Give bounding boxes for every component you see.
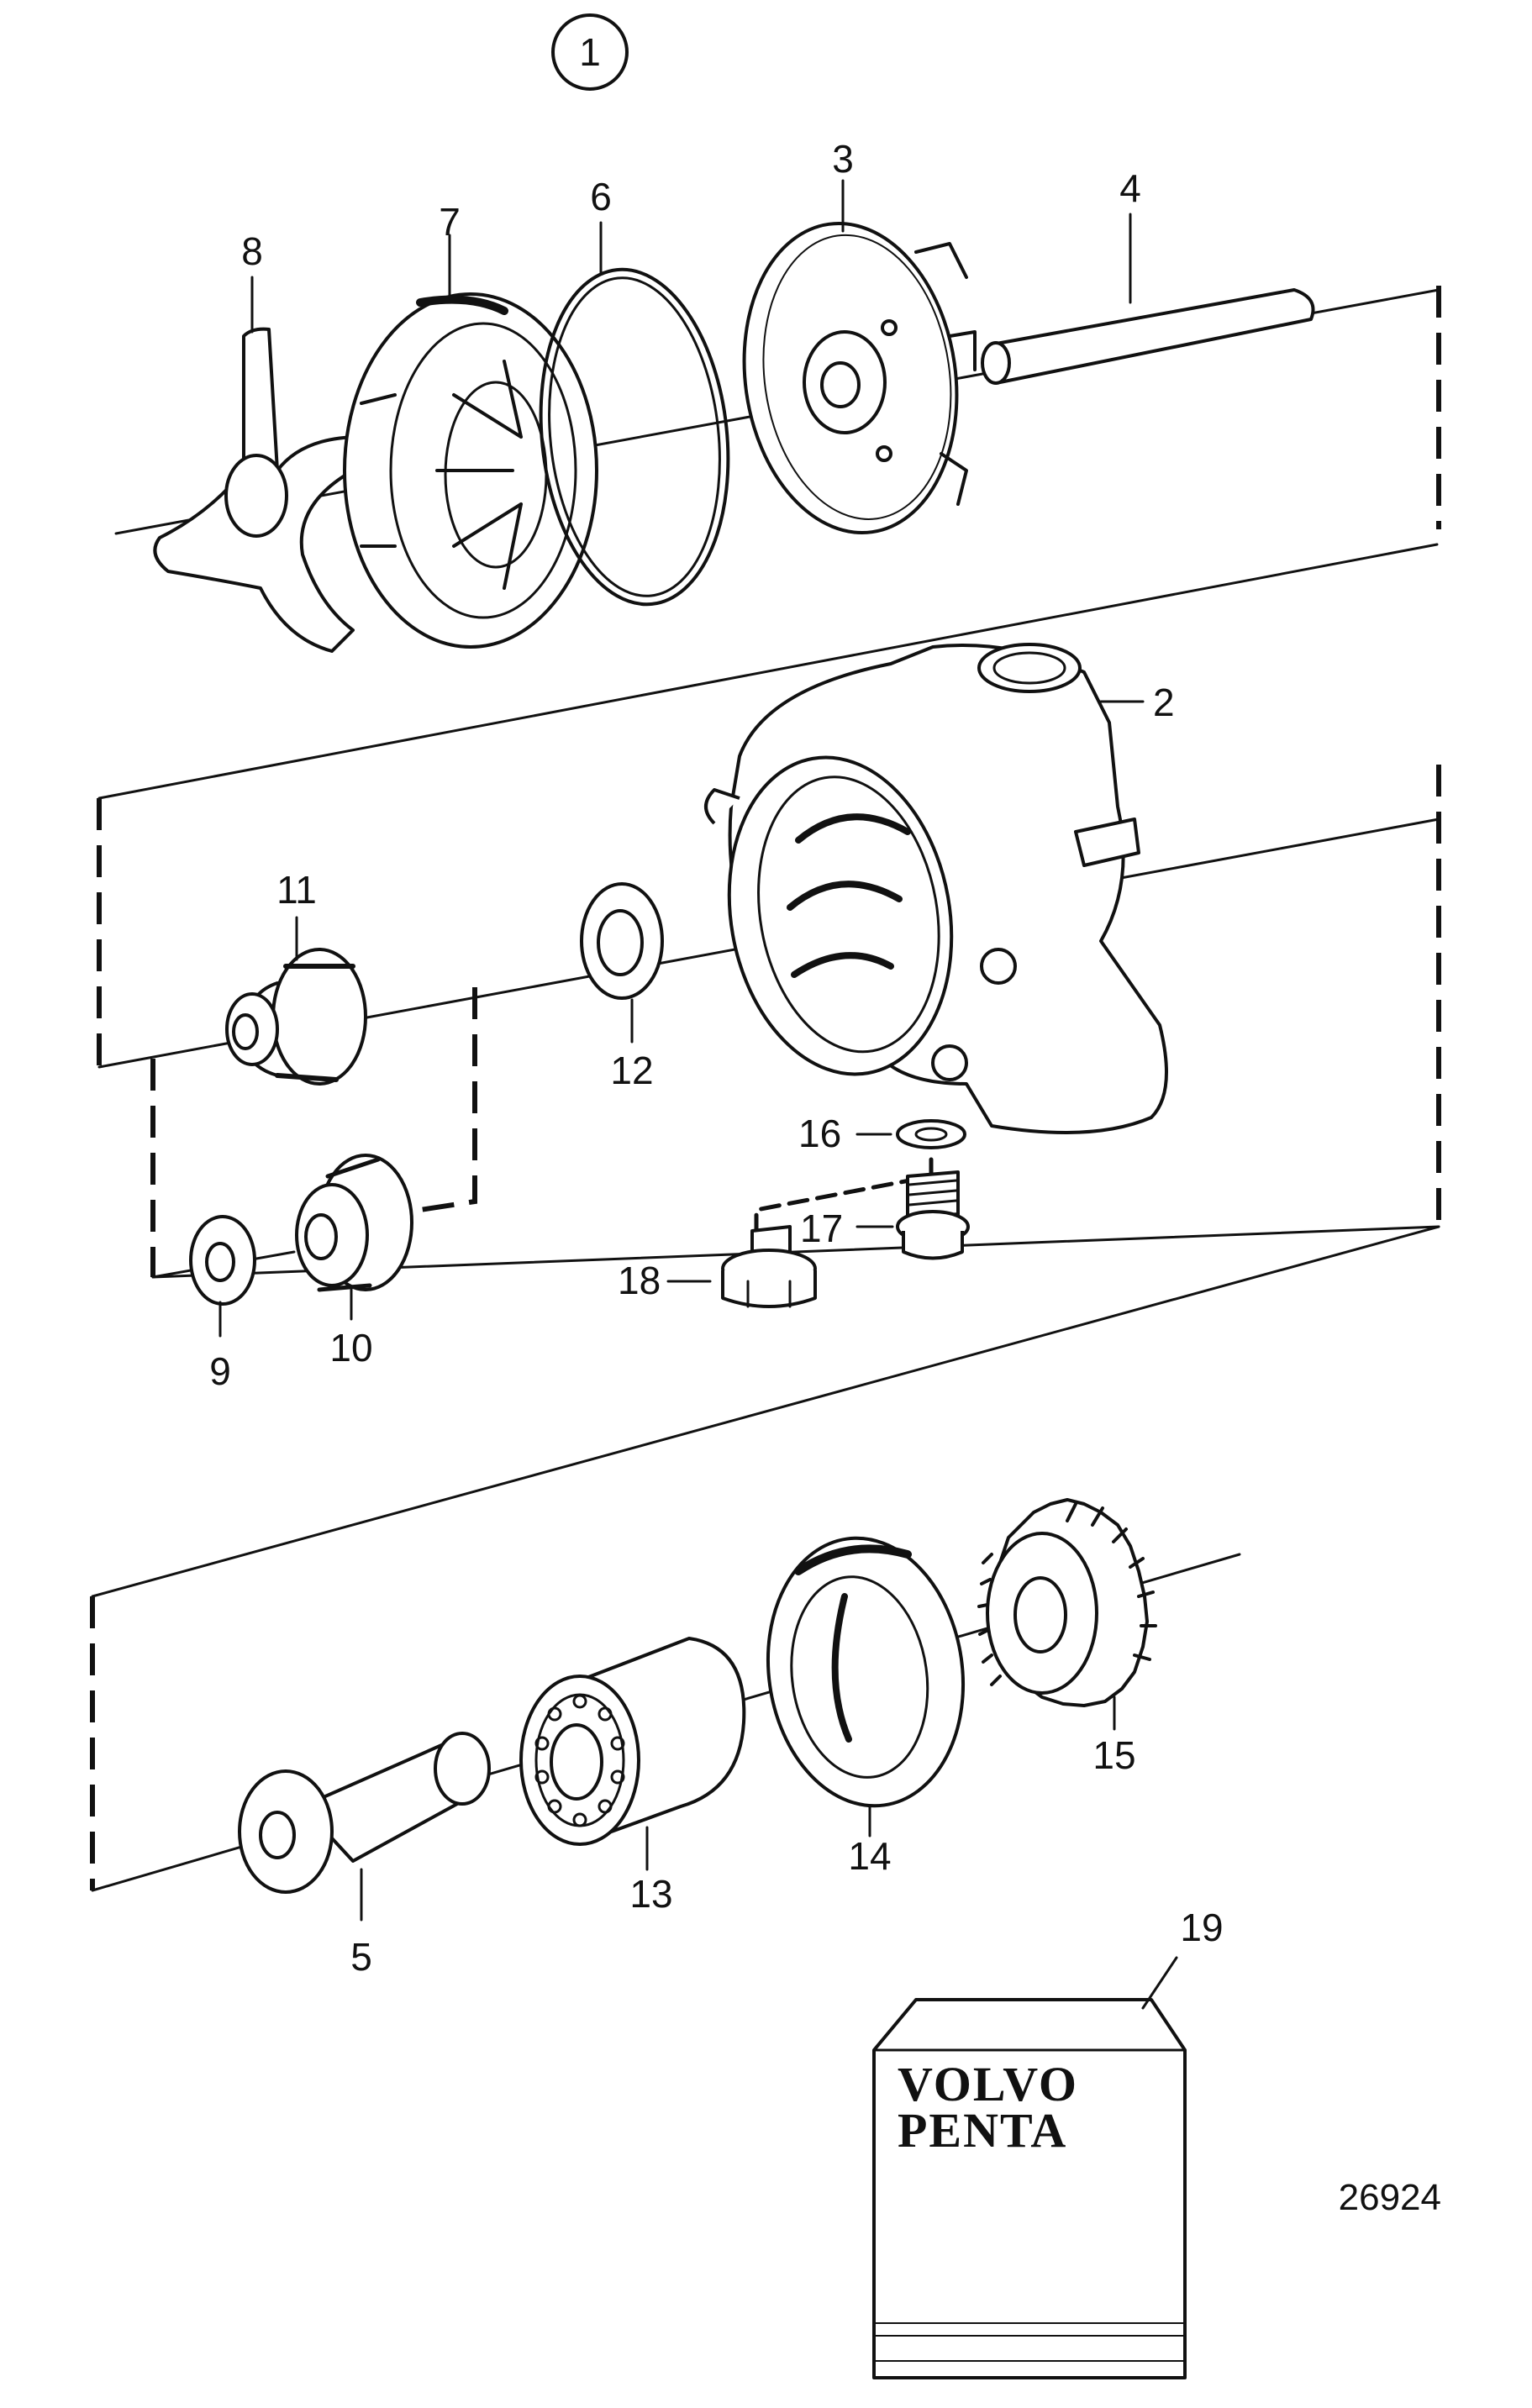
- part-6-o-ring: [539, 267, 730, 607]
- part-7-end-cover: [343, 292, 598, 649]
- part-5-sleeve: [238, 1732, 491, 1894]
- brand-line-penta: PENTA: [898, 2103, 1067, 2158]
- part-11-shaft-seal: [225, 948, 367, 1086]
- part-14-bearing-cover: [766, 1536, 966, 1808]
- drawing-number: 26924: [1339, 2177, 1441, 2218]
- callout-10: 10: [329, 1326, 372, 1370]
- part-18-plug-nut: [721, 1225, 817, 1308]
- part-13-ball-bearing: [519, 1637, 746, 1846]
- part-2-pump-housing: [704, 643, 1168, 1134]
- part-12-seal-ring: [580, 882, 664, 1000]
- part-3-impeller: [742, 221, 977, 535]
- dashed-link-18: [754, 1157, 934, 1233]
- part-10-shaft-seal-lower: [295, 1154, 413, 1292]
- callout-5: 5: [350, 1935, 372, 1979]
- callout-6: 6: [590, 175, 612, 218]
- part-9-washer: [189, 1215, 256, 1306]
- callout-13: 13: [629, 1872, 672, 1916]
- brand-line-volvo: VOLVO: [898, 2057, 1078, 2111]
- callout-3: 3: [832, 137, 854, 181]
- assembly-number: 1: [579, 30, 601, 74]
- callout-12: 12: [610, 1049, 653, 1092]
- callout-2: 2: [1153, 681, 1175, 724]
- dashed-bracket-seal: [419, 987, 477, 1212]
- callout-9: 9: [209, 1349, 231, 1393]
- callout-18: 18: [618, 1259, 661, 1302]
- callout-16: 16: [798, 1112, 841, 1155]
- leader-19: [1141, 1956, 1178, 2010]
- callout-4: 4: [1119, 166, 1141, 210]
- callout-11: 11: [276, 868, 317, 912]
- callout-17: 17: [800, 1207, 843, 1250]
- assembly-number-badge: 1: [551, 13, 629, 91]
- callout-19: 19: [1180, 1906, 1223, 1949]
- part-17-drain-plug: [896, 1170, 970, 1260]
- frame-line-mid-top: [97, 543, 1439, 800]
- part-19-gasket-kit-bag: VOLVO PENTA: [872, 1998, 1187, 2379]
- frame-line-bottom-top: [91, 1225, 1440, 1598]
- callout-15: 15: [1092, 1733, 1135, 1777]
- callout-7: 7: [439, 200, 461, 244]
- callout-14: 14: [848, 1834, 891, 1878]
- part-8-tri-lobe-plate: [153, 327, 363, 653]
- part-16-sealing-washer: [896, 1119, 966, 1149]
- part-4-shaft: [981, 288, 1315, 385]
- callout-8: 8: [241, 229, 263, 273]
- part-15-drive-gear: [977, 1498, 1157, 1707]
